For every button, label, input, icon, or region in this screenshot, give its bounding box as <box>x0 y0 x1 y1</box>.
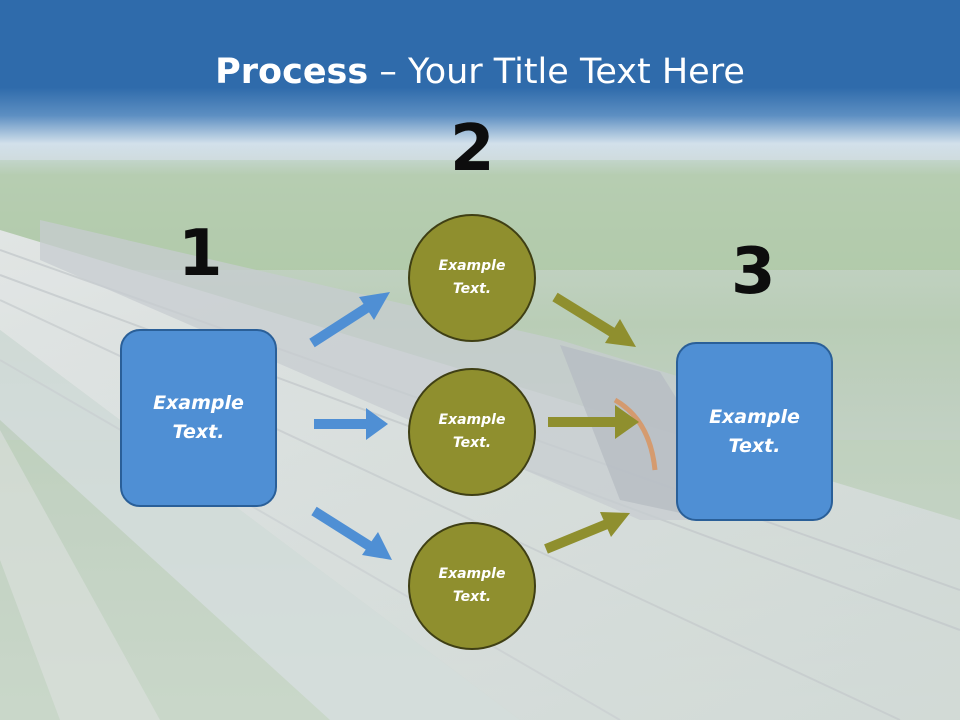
slide-title: Process – Your Title Text Here <box>0 52 960 92</box>
circle-bottom-text-line1: Example <box>438 566 506 582</box>
title-rest: – Your Title Text Here <box>368 52 745 92</box>
step-1-text-line2: Text. <box>172 421 225 443</box>
arrow-1-to-top <box>309 292 390 348</box>
circle-bottom-text-line2: Text. <box>452 589 492 605</box>
arrow-1-to-bottom <box>311 506 392 560</box>
title-bold: Process <box>215 52 369 92</box>
arrow-middle-to-3 <box>548 405 639 439</box>
step-number-3: 3 <box>731 235 776 309</box>
step-2-circle-middle[interactable]: Example Text. <box>408 368 536 496</box>
step-1-text-line1: Example <box>153 392 244 414</box>
step-3-box[interactable]: Example Text. <box>676 342 833 521</box>
arrow-1-to-middle <box>314 408 388 440</box>
circle-middle-text-line2: Text. <box>452 435 492 451</box>
step-2-circle-top[interactable]: Example Text. <box>408 214 536 342</box>
step-number-2: 2 <box>450 112 495 186</box>
arrow-top-to-3 <box>552 292 636 347</box>
arrow-bottom-to-3 <box>544 512 630 554</box>
circle-top-text-line2: Text. <box>452 281 492 297</box>
title-banner <box>0 0 960 175</box>
step-number-1: 1 <box>178 217 223 291</box>
step-2-circle-bottom[interactable]: Example Text. <box>408 522 536 650</box>
circle-middle-text-line1: Example <box>438 412 506 428</box>
step-3-text-line2: Text. <box>728 434 781 457</box>
step-1-box[interactable]: Example Text. <box>120 329 277 507</box>
circle-top-text-line1: Example <box>438 258 506 274</box>
step-3-text-line1: Example <box>709 405 800 428</box>
